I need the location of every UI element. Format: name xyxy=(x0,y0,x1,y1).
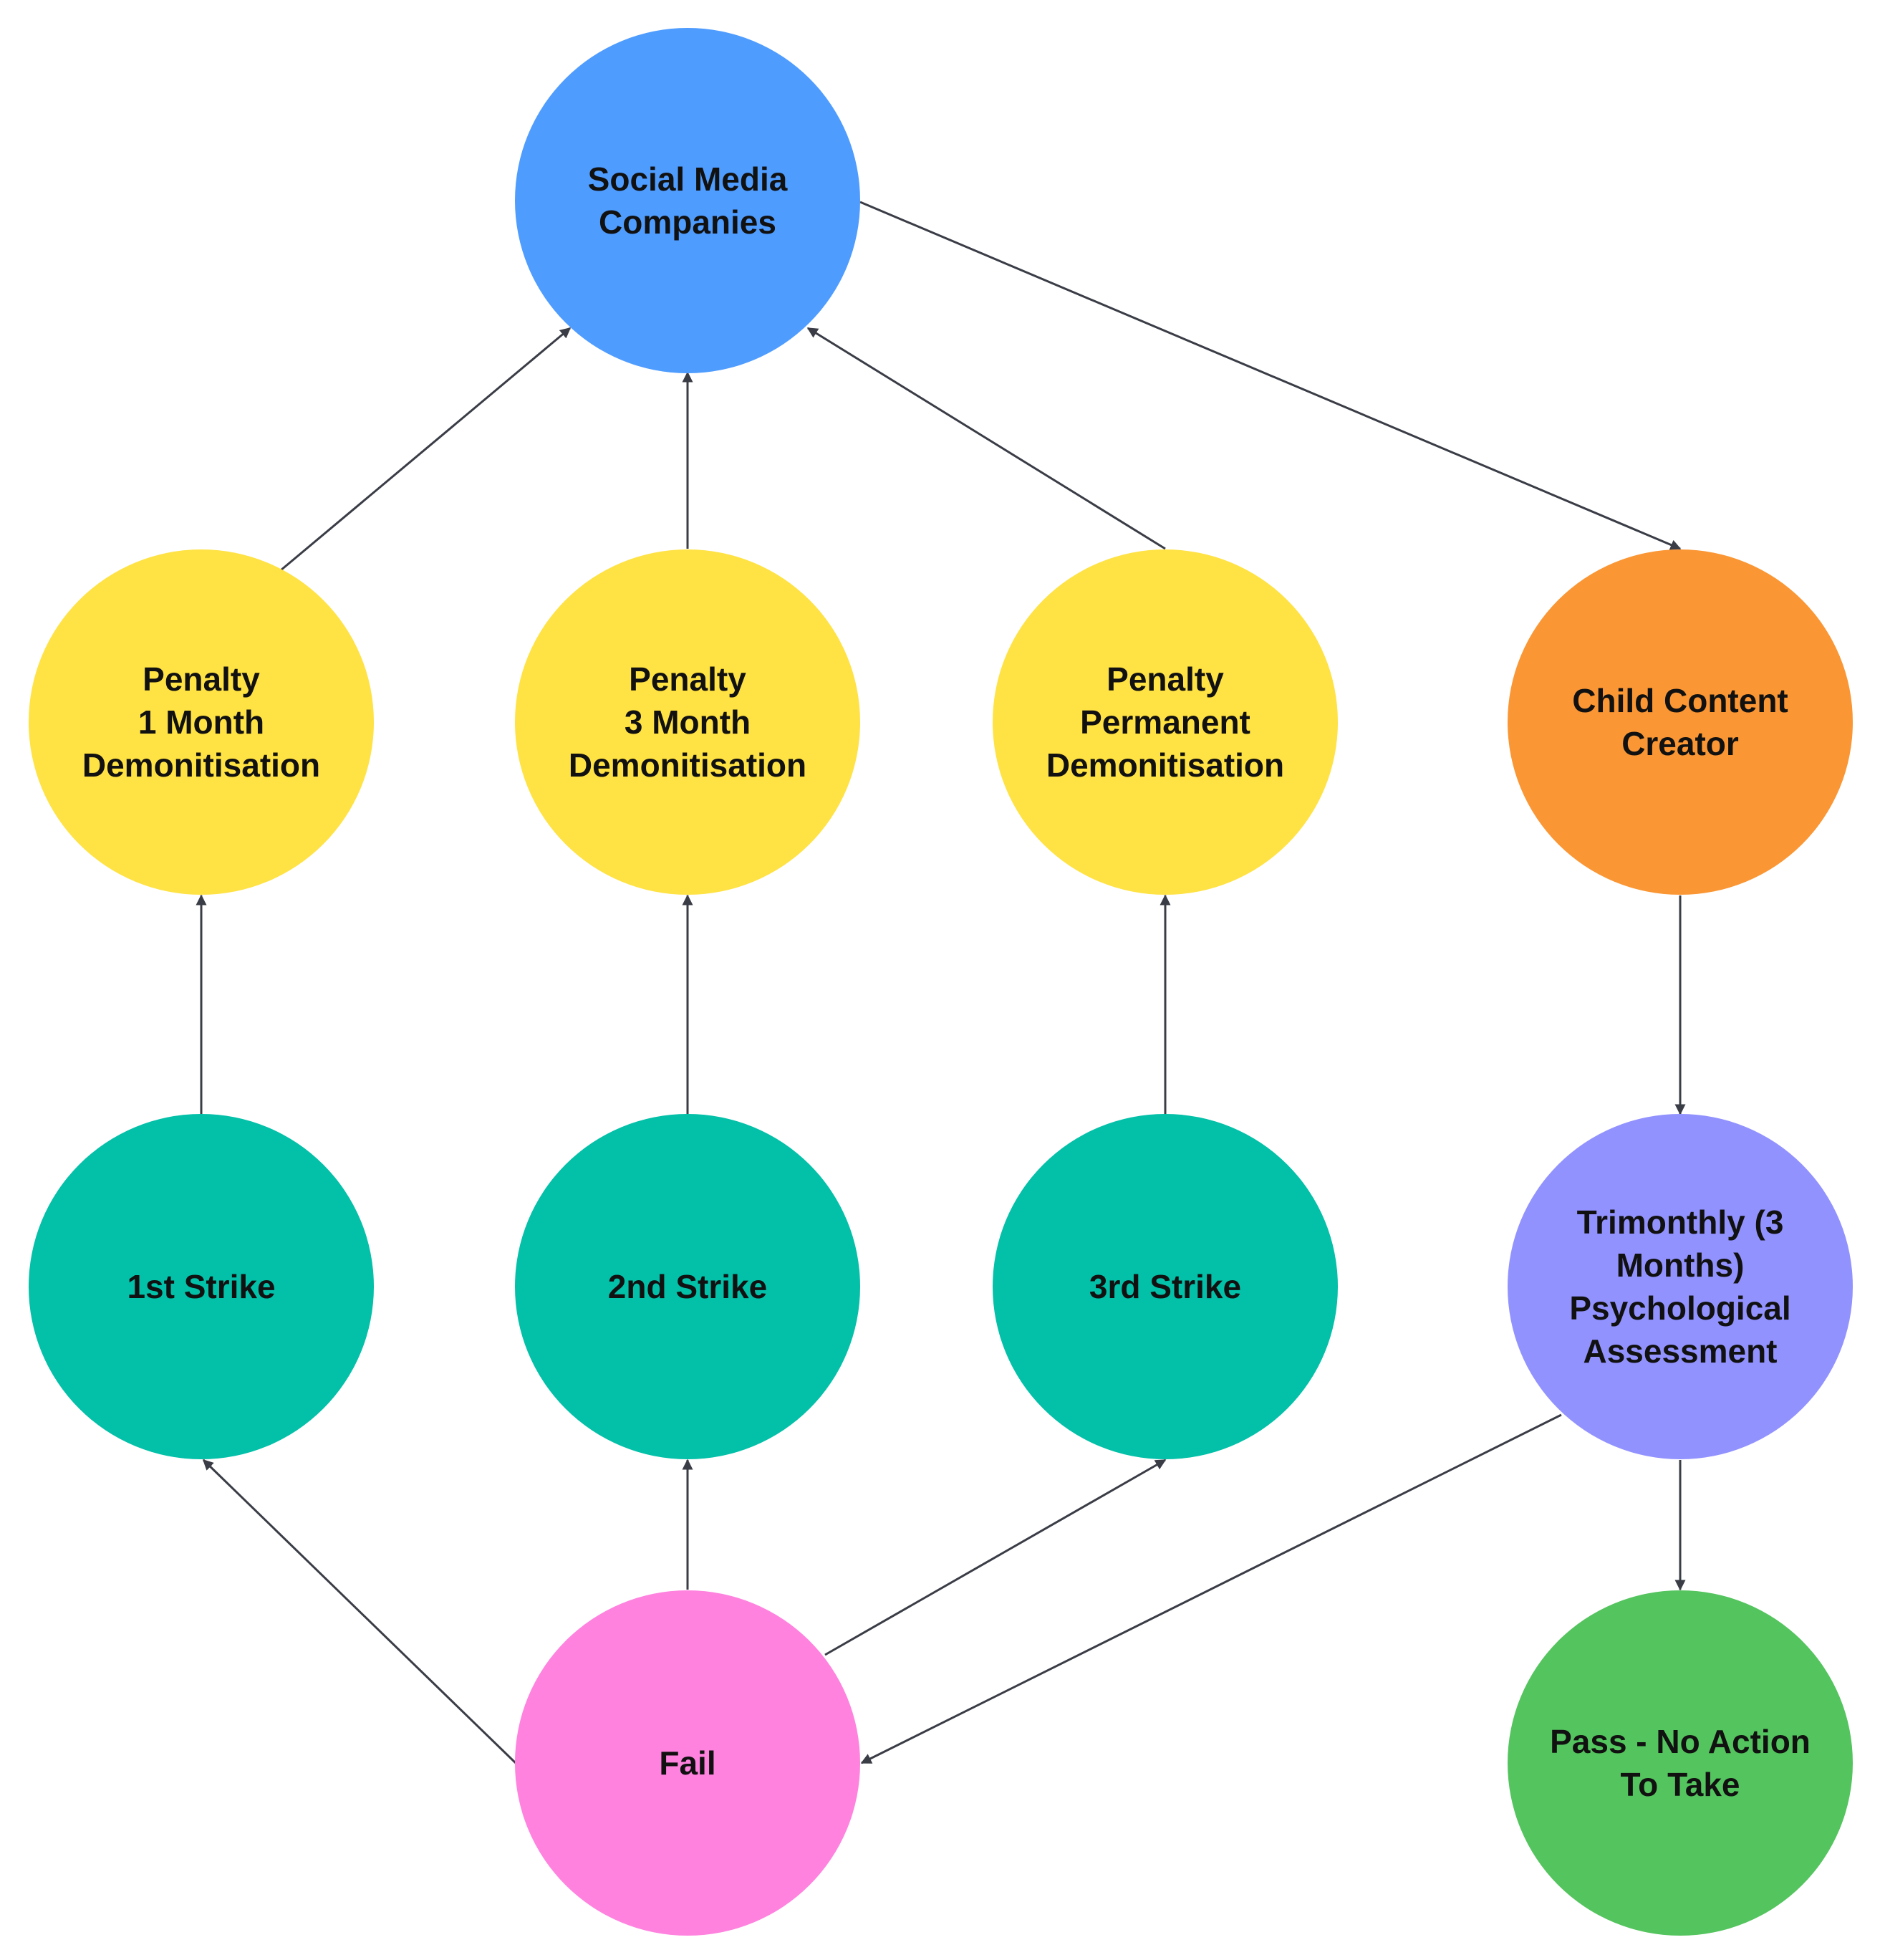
node-penalty-1-label-line: 1 Month xyxy=(138,703,264,741)
edge-fail-to-strike-3 xyxy=(824,1459,1167,1656)
node-child-creator-label-line: Creator xyxy=(1621,725,1739,762)
node-strike-1-circle xyxy=(29,1114,374,1459)
node-penalty-perm-label-line: Penalty xyxy=(1107,660,1224,698)
node-child-creator-circle xyxy=(1508,549,1853,895)
edge-fail-to-strike-1 xyxy=(202,1459,517,1764)
node-strike-1: 1st Strike xyxy=(29,1114,374,1459)
node-penalty-1-label-line: Demonitisation xyxy=(82,746,320,784)
node-strike-1-label-line: 1st Strike xyxy=(127,1268,275,1305)
edge-penalty-perm-to-social-media xyxy=(806,327,1166,550)
node-strike-2-label: 2nd Strike xyxy=(608,1268,767,1305)
node-pass-label-line: To Take xyxy=(1621,1766,1740,1803)
node-assessment-label-line: Psychological xyxy=(1569,1289,1790,1327)
node-penalty-perm-label-line: Demonitisation xyxy=(1046,746,1284,784)
node-penalty-3-label-line: 3 Month xyxy=(625,703,751,741)
node-strike-2: 2nd Strike xyxy=(515,1114,860,1459)
node-fail-label-line: Fail xyxy=(659,1744,715,1782)
node-strike-3-label: 3rd Strike xyxy=(1089,1268,1241,1305)
node-assessment-label-line: Trimonthly (3 xyxy=(1577,1204,1784,1241)
node-penalty-3-label-line: Demonitisation xyxy=(569,746,806,784)
node-social-media-label-line: Companies xyxy=(599,203,776,241)
edge-penalty-1-to-social-media xyxy=(280,327,572,572)
node-social-media-label-line: Social Media xyxy=(588,160,788,198)
node-strike-2-label-line: 2nd Strike xyxy=(608,1268,767,1305)
node-pass-circle xyxy=(1508,1590,1853,1936)
node-penalty-3-label-line: Penalty xyxy=(629,660,746,698)
node-assessment-label-line: Assessment xyxy=(1583,1332,1777,1370)
node-fail-circle xyxy=(515,1590,860,1936)
node-penalty-perm-circle xyxy=(993,549,1338,895)
edge-social-media-to-child-creator xyxy=(859,201,1682,550)
node-penalty-perm-label-line: Permanent xyxy=(1080,703,1250,741)
node-penalty-1-label-line: Penalty xyxy=(143,660,260,698)
node-penalty-3-circle xyxy=(515,549,860,895)
node-child-creator-label-line: Child Content xyxy=(1572,682,1788,719)
node-pass: Pass - No Action To Take xyxy=(1508,1590,1853,1936)
node-strike-3-circle xyxy=(993,1114,1338,1459)
node-assessment-label-line: Months) xyxy=(1616,1246,1745,1284)
node-fail-label: Fail xyxy=(659,1744,715,1782)
node-strike-1-label: 1st Strike xyxy=(127,1268,275,1305)
edge-assessment-to-fail xyxy=(860,1413,1562,1764)
node-fail: Fail xyxy=(515,1590,860,1936)
node-assessment-circle xyxy=(1508,1114,1853,1459)
node-strike-3-label-line: 3rd Strike xyxy=(1089,1268,1241,1305)
node-social-media-circle xyxy=(515,28,860,373)
node-pass-label: Pass - No Action To Take xyxy=(1550,1723,1811,1803)
edges-layer xyxy=(196,201,1686,1764)
node-pass-label-line: Pass - No Action xyxy=(1550,1723,1811,1760)
node-penalty-1-circle xyxy=(29,549,374,895)
node-strike-2-circle xyxy=(515,1114,860,1459)
node-strike-3: 3rd Strike xyxy=(993,1114,1338,1459)
